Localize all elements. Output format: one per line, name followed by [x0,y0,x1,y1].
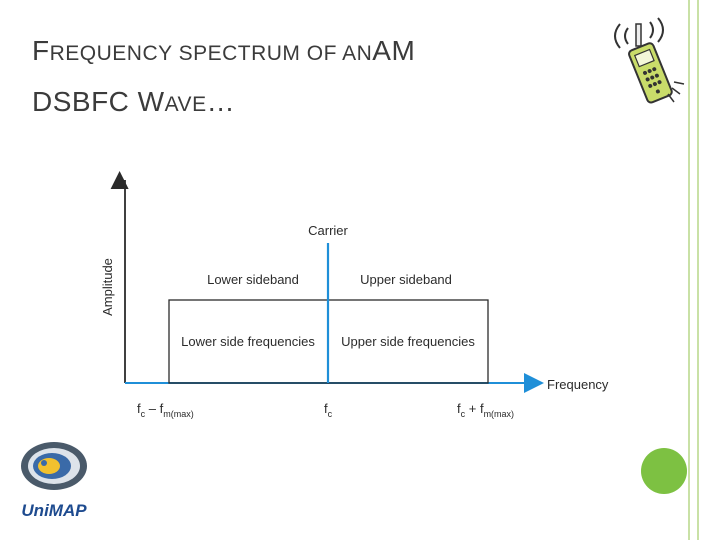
university-logo: UniMAP [21,442,87,520]
title-dsbfc: DSBFC W [32,86,165,117]
decorative-green-circle [641,448,687,494]
title-am: AM [372,35,416,66]
title-initial: F [32,35,50,66]
title-text: REQUENCY SPECTRUM OF AN [49,42,373,65]
slide-title-line-1: FREQUENCY SPECTRUM OF ANAM [32,28,592,79]
slide-title: FREQUENCY SPECTRUM OF ANAM DSBFC WAVE… [32,28,592,130]
y-axis-label: Amplitude [100,258,115,316]
slide-title-line-2: DSBFC WAVE… [32,79,592,130]
carrier-label: Carrier [308,223,348,238]
tick-label-upper: fc + fm(max) [457,401,514,419]
x-axis-label: Frequency [547,377,609,392]
upper-sideband-label: Upper sideband [360,272,452,287]
frequency-spectrum-diagram: Amplitude Frequency Carrier Lower sideba… [100,171,609,419]
tick-label-lower: fc – fm(max) [137,401,194,419]
tick-label-carrier: fc [324,401,333,419]
logo-text: UniMAP [21,501,87,520]
mobile-phone-icon [614,17,685,104]
lower-side-frequencies-label: Lower side frequencies [181,334,315,349]
slide-border-right [697,0,699,540]
lower-sideband-label: Lower sideband [207,272,299,287]
slide-border-left [688,0,690,540]
upper-side-frequencies-label: Upper side frequencies [341,334,475,349]
title-wave: AVE [164,93,207,116]
title-ellipsis: … [206,86,236,117]
